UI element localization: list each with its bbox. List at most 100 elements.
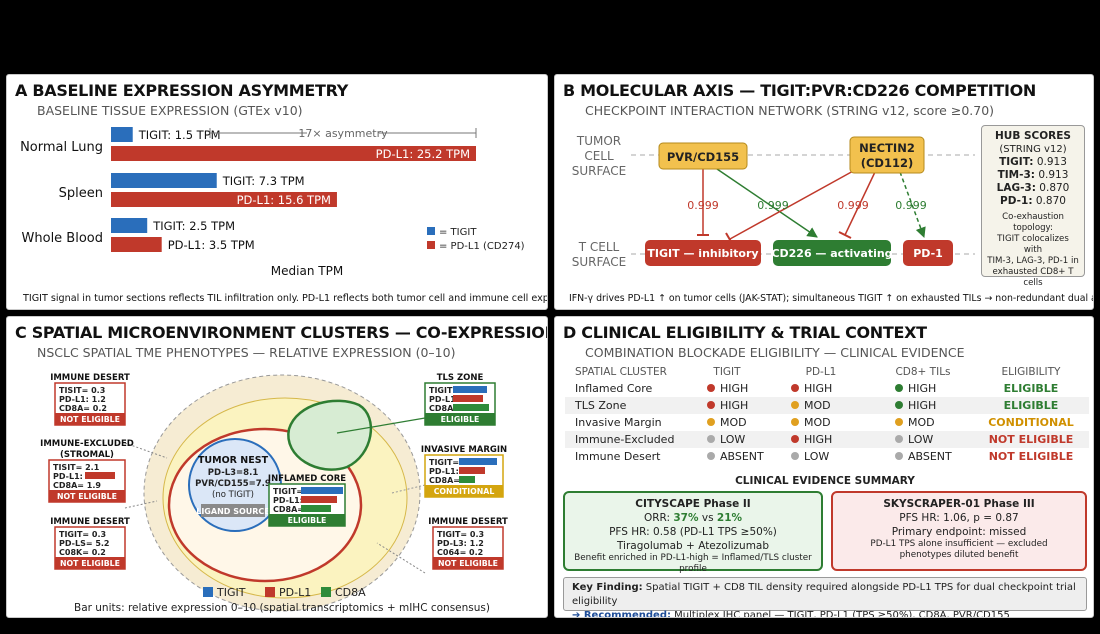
bar-value-label: PD-L1: 15.6 TPM — [237, 193, 331, 207]
hub-score-name: TIM-3: — [997, 169, 1035, 181]
panel-b-subtitle: CHECKPOINT INTERACTION NETWORK (STRING v… — [585, 103, 995, 118]
skyscraper-pfs: PFS HR: 1.06, p = 0.87 — [899, 512, 1019, 524]
tumor-surface-label-1: TUMOR — [576, 134, 621, 148]
level-label: ABSENT — [720, 450, 764, 463]
connector-tls — [336, 417, 426, 434]
level-dot — [707, 452, 715, 460]
cluster-value: TIGIT= — [429, 458, 459, 467]
bar-tigit — [111, 127, 133, 142]
cluster-value: TIGIT= 0.3 — [437, 530, 484, 539]
level-cell: MOD — [769, 414, 873, 431]
node-cd226-label: CD226 — activating — [771, 247, 892, 260]
hub-score-pd1: PD-1: 0.870 — [987, 195, 1079, 208]
nest-line-3: (no TIGIT) — [212, 490, 254, 500]
spatial-map: TUMOR NEST PD-L3=8.1 PVR/CD155=7.9 (no T… — [40, 373, 508, 614]
hub-score-value: 0.870 — [1039, 182, 1070, 194]
status-label: NOT ELIGIBLE — [60, 415, 120, 424]
cluster-title: IMMUNE DESERT — [428, 517, 508, 527]
node-pvr-box — [658, 142, 748, 170]
cityscape-title: CITYSCAPE Phase II — [635, 498, 751, 510]
level-label: MOD — [908, 416, 935, 429]
cluster-name: TLS Zone — [565, 397, 685, 414]
evidence-title: CLINICAL EVIDENCE SUMMARY — [735, 475, 915, 487]
bar-value-label: TIGIT: 1.5 TPM — [138, 128, 221, 142]
cluster-value: PD-L1: — [273, 496, 303, 505]
cluster-title: INVASIVE MARGIN — [421, 445, 507, 455]
level-label: MOD — [720, 416, 747, 429]
cluster-value: TISIT= 2.1 — [53, 463, 100, 472]
level-dot — [895, 435, 903, 443]
status-label: NOT ELIGIBLE — [57, 492, 117, 501]
hub-score-name: LAG-3: — [996, 182, 1036, 194]
hub-note-line: TIM-3, LAG-3, PD-1 in — [987, 256, 1079, 266]
panel-b-footnote: IFN-γ drives PD-L1 ↑ on tumor cells (JAK… — [569, 293, 1094, 304]
level-label: HIGH — [720, 382, 749, 395]
legend-pdl1-swatch — [427, 241, 435, 249]
hub-score-tim3: TIM-3: 0.913 — [987, 169, 1079, 182]
expression-bar — [301, 505, 331, 512]
skyscraper-box: SKYSCRAPER-01 Phase III PFS HR: 1.06, p … — [831, 491, 1087, 571]
level-cell: LOW — [873, 431, 973, 448]
level-cell: LOW — [769, 448, 873, 465]
level-label: ABSENT — [908, 450, 952, 463]
legend-pdl1-label: PD-L1 — [279, 586, 311, 599]
edge-nectin-tigit — [729, 169, 856, 240]
eligibility-cell: ELIGIBLE — [973, 397, 1089, 414]
cluster-value: PD-L1: — [429, 467, 459, 476]
cluster-title: TLS ZONE — [437, 373, 484, 383]
panel-b: B MOLECULAR AXIS — TIGIT:PVR:CD226 COMPE… — [554, 74, 1094, 310]
legend-tigit-swatch — [203, 587, 213, 597]
tcell-surface-label-1: T CELL — [578, 240, 620, 254]
level-dot — [895, 452, 903, 460]
col-header: PD-L1 — [805, 365, 837, 378]
level-cell: HIGH — [769, 431, 873, 448]
node-pd1-box — [903, 240, 953, 266]
panel-a-subtitle: BASELINE TISSUE EXPRESSION (GTEx v10) — [37, 103, 303, 118]
cluster-value: TIGIT= — [429, 386, 459, 395]
level-cell: HIGH — [685, 397, 769, 414]
hub-note: Co-exhaustion topology: TIGIT colocalize… — [987, 212, 1079, 289]
level-dot — [791, 435, 799, 443]
expression-bar — [453, 404, 489, 411]
expression-bar — [453, 395, 483, 402]
status-badge — [425, 413, 495, 425]
cityscape-note: Benefit enriched in PD-L1-high = Inflame… — [574, 553, 812, 574]
hub-subtitle: (STRING v12) — [999, 144, 1067, 155]
node-nectin-box — [849, 136, 925, 174]
cluster-title: IMMUNE DESERT — [50, 373, 130, 383]
legend-pdl1-swatch — [265, 587, 275, 597]
status-badge — [425, 485, 503, 497]
orr-value-b: 21% — [716, 512, 743, 524]
connector-margin — [391, 484, 426, 494]
edge-nectin-cd226 — [844, 171, 876, 236]
hub-score-value: 0.913 — [1036, 156, 1067, 168]
panel-a-title: A BASELINE EXPRESSION ASYMMETRY — [15, 81, 349, 100]
cluster-title: (STROMAL) — [60, 450, 114, 460]
edge-score-1: 0.999 — [687, 199, 719, 212]
level-cell: HIGH — [769, 380, 873, 397]
cityscape-regimen: Tiragolumab + Atezolizumab — [616, 540, 770, 552]
level-label: HIGH — [804, 433, 833, 446]
level-dot — [791, 384, 799, 392]
cluster-value: PD-L1: 1.2 — [59, 395, 106, 404]
cluster-value: CD8A= — [429, 404, 460, 413]
eligibility-cell: NOT ELIGIBLE — [973, 431, 1089, 448]
status-badge — [269, 514, 345, 526]
tls-zone-shape — [287, 399, 373, 471]
panel-d: D CLINICAL ELIGIBILITY & TRIAL CONTEXT C… — [554, 316, 1094, 618]
legend-cd8a-swatch — [321, 587, 331, 597]
key-finding-label: Key Finding: — [572, 582, 643, 593]
col-header: SPATIAL CLUSTER — [575, 365, 667, 378]
level-cell: MOD — [685, 414, 769, 431]
hub-note-line: exhausted CD8+ T cells — [992, 267, 1074, 288]
connector-desert-top — [124, 442, 168, 459]
hub-scores-box: HUB SCORES (STRING v12) TIGIT: 0.913 TIM… — [981, 125, 1085, 288]
level-label: HIGH — [908, 399, 937, 412]
eligibility-cell: ELIGIBLE — [1003, 382, 1059, 395]
expression-bar — [453, 386, 487, 393]
panel-b-title: B MOLECULAR AXIS — TIGIT:PVR:CD226 COMPE… — [563, 81, 1037, 100]
level-cell: HIGH — [685, 380, 769, 397]
